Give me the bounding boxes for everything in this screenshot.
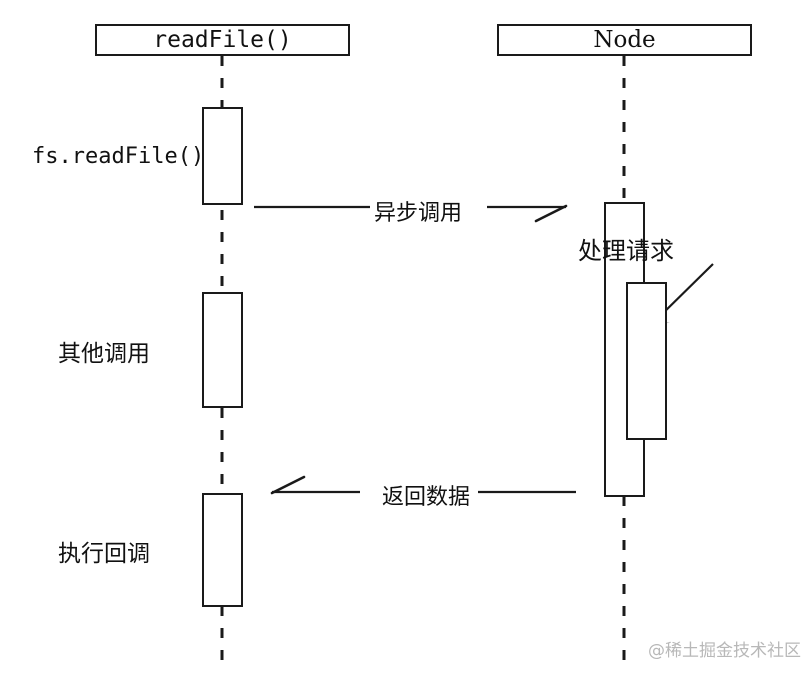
label-fs-readfile: fs.readFile() — [32, 144, 205, 169]
activation-bar-readfile-first[interactable] — [202, 107, 243, 205]
arrowhead-return-data — [270, 475, 306, 495]
label-run-callback: 执行回调 — [58, 541, 150, 567]
activation-bar-readfile-second[interactable] — [202, 292, 243, 408]
participant-label-readfile: readFile() — [153, 27, 292, 53]
participant-label-node: Node — [593, 27, 656, 53]
message-label-async-call: 异步调用 — [370, 195, 467, 227]
label-handle-request: 处理请求 — [578, 237, 674, 265]
participant-header-readfile[interactable]: readFile() — [95, 24, 350, 56]
watermark-text: @稀土掘金技术社区 — [648, 641, 801, 661]
activation-bar-node-inner[interactable] — [626, 282, 667, 440]
label-other-call: 其他调用 — [58, 341, 150, 367]
activation-bar-readfile-third[interactable] — [202, 493, 243, 607]
participant-header-node[interactable]: Node — [497, 24, 752, 56]
message-label-return-data: 返回数据 — [378, 479, 475, 511]
arrowhead-async-call — [534, 204, 568, 223]
